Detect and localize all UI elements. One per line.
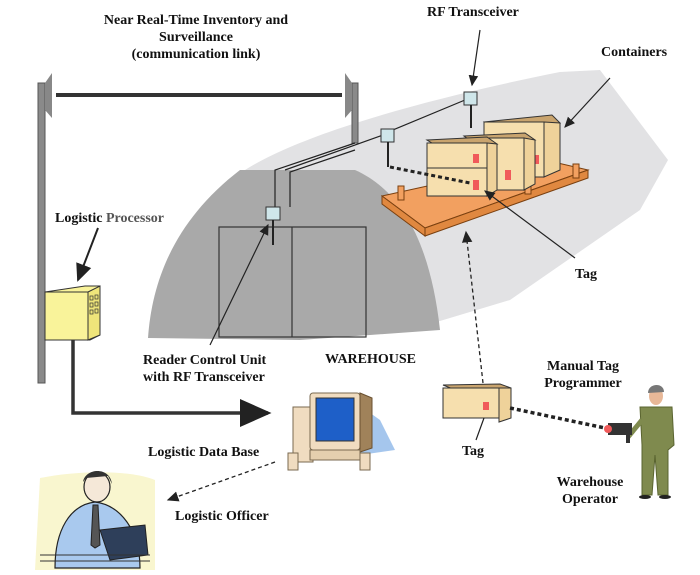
logistic-database-computer bbox=[287, 392, 395, 471]
title-line-3: (communication link) bbox=[131, 47, 261, 62]
container-front bbox=[425, 136, 499, 197]
arrow-containers bbox=[564, 77, 611, 128]
label-reader-control-unit: Reader Control Unit with RF Transceiver bbox=[143, 352, 266, 386]
cable-2 bbox=[289, 149, 356, 207]
database-to-officer-link bbox=[166, 461, 276, 502]
processor-to-database-link bbox=[71, 340, 272, 427]
label-reader-control-line-2: with RF Transceiver bbox=[143, 370, 265, 385]
label-tag-box: Tag bbox=[462, 444, 485, 459]
label-logistic-processor-part2: Processor bbox=[105, 211, 165, 226]
cable-4 bbox=[387, 99, 466, 133]
label-logistic-officer: Logistic Officer bbox=[175, 509, 269, 524]
manual-tag-programmer-device bbox=[604, 423, 632, 443]
title-communication-link: Near Real-Time Inventory and Surveillanc… bbox=[78, 12, 314, 63]
antenna-tower-left bbox=[37, 82, 46, 384]
arrow-reader-control bbox=[209, 223, 269, 346]
warehouse-operator bbox=[626, 384, 675, 499]
cable-3 bbox=[284, 134, 384, 171]
label-logistic-database: Logistic Data Base bbox=[148, 445, 260, 460]
logistic-processor bbox=[44, 285, 101, 341]
warehouse-front bbox=[148, 170, 440, 340]
rf-signal-tag-to-pallet bbox=[461, 230, 484, 384]
arrow-tag-pallet bbox=[484, 190, 576, 259]
rf-transceiver-top bbox=[463, 91, 478, 128]
label-rf-transceiver: RF Transceiver bbox=[427, 5, 519, 20]
label-tag-pallet: Tag bbox=[575, 267, 598, 282]
antenna-tower-right bbox=[351, 82, 359, 144]
rf-transceiver-door bbox=[265, 206, 281, 245]
tag-box bbox=[442, 383, 512, 423]
cable-1 bbox=[274, 142, 356, 207]
title-line-2: Surveillance bbox=[159, 30, 233, 45]
label-manual-tag-line-2: Programmer bbox=[544, 376, 622, 391]
label-warehouse: WAREHOUSE bbox=[325, 352, 417, 367]
label-manual-tag-line-1: Manual Tag bbox=[547, 359, 619, 374]
antenna-dish-right bbox=[345, 73, 352, 118]
label-containers: Containers bbox=[601, 45, 668, 60]
arrow-logistic-processor bbox=[76, 227, 99, 282]
label-logistic-processor-part1: Logistic bbox=[55, 211, 103, 226]
title-line-1: Near Real-Time Inventory and bbox=[103, 13, 289, 28]
rf-transceiver-mid bbox=[380, 128, 395, 167]
arrow-tag-box bbox=[475, 417, 485, 441]
antenna-dish-left bbox=[45, 73, 52, 118]
label-warehouse-operator: Warehouse Operator bbox=[552, 474, 628, 508]
label-warehouse-operator-line-1: Warehouse bbox=[556, 475, 624, 490]
label-manual-tag-programmer: Manual Tag Programmer bbox=[543, 358, 623, 392]
logistic-officer bbox=[35, 471, 155, 570]
label-reader-control-line-1: Reader Control Unit bbox=[143, 353, 267, 368]
arrow-rf-transceiver bbox=[468, 29, 481, 87]
label-warehouse-operator-line-2: Operator bbox=[562, 492, 618, 507]
label-logistic-processor: Logistic Processor bbox=[55, 210, 164, 227]
rf-signal-programmer bbox=[509, 406, 606, 430]
